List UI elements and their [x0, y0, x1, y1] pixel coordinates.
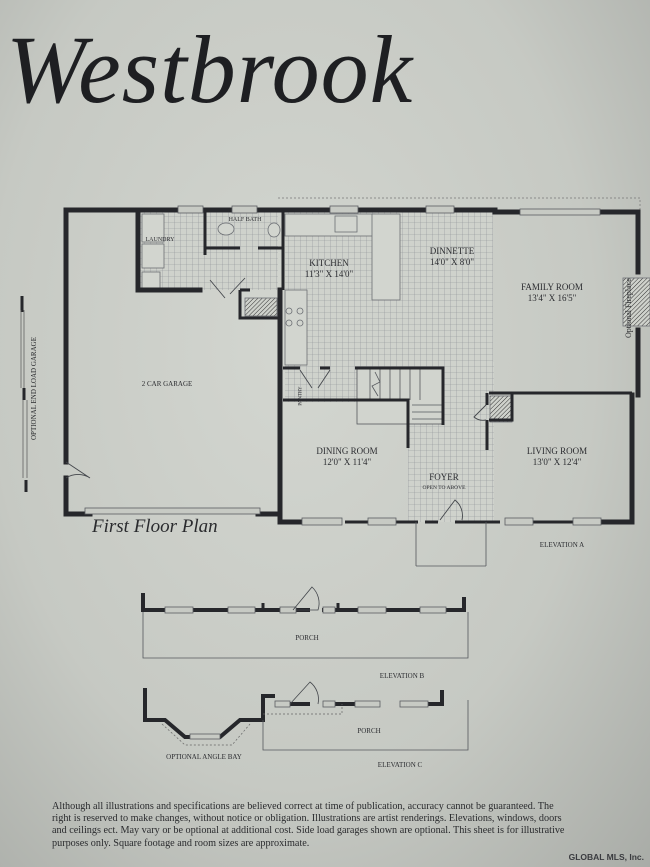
optional-fireplace-label: Optional Fireplace [624, 278, 633, 338]
room-size: 13'0" X 12'4" [532, 457, 582, 467]
elevation-b-label: ELEVATION B [379, 672, 425, 680]
elevation-c-label: ELEVATION C [377, 761, 423, 769]
room-family-room: FAMILY ROOM 13'4" X 16'5" [521, 282, 583, 304]
porch-b-label: PORCH [295, 634, 319, 642]
room-kitchen: KITCHEN 11'3" X 14'0" [305, 258, 353, 280]
interior-walls [203, 212, 632, 524]
room-dinnette: DINNETTE 14'0" X 8'0" [430, 246, 475, 268]
room-name: FOYER [429, 472, 459, 482]
room-size: 14'0" X 8'0" [429, 257, 475, 267]
floor-plan-drawing [20, 197, 650, 751]
exterior-walls [63, 207, 641, 525]
room-note: OPEN TO ABOVE [422, 485, 466, 491]
room-name: LIVING ROOM [526, 446, 588, 456]
room-size: 12'0" X 11'4" [322, 457, 372, 467]
room-half-bath: HALF BATH [228, 217, 262, 223]
room-dining-room: DINING ROOM 12'0" X 11'4" [316, 446, 377, 468]
optional-bay-label: OPTIONAL ANGLE BAY [166, 753, 242, 761]
porch-c-label: PORCH [357, 727, 381, 735]
room-laundry: LAUNDRY [145, 237, 175, 243]
windows [84, 205, 602, 526]
room-name: DINNETTE [429, 246, 475, 256]
elevation-b-drawing [141, 586, 469, 659]
plan-caption: First Floor Plan [92, 516, 218, 537]
room-pantry: PANTRY [298, 386, 304, 406]
stairs [356, 367, 444, 425]
optional-garage-door [20, 296, 28, 492]
room-name: FAMILY ROOM [521, 282, 583, 292]
room-size: 11'3" X 14'0" [304, 269, 354, 279]
room-name: DINING ROOM [316, 446, 378, 456]
room-foyer: FOYER OPEN TO ABOVE [423, 472, 466, 494]
room-garage: 2 CAR GARAGE [141, 380, 193, 388]
fixtures [141, 213, 650, 423]
room-living-room: LIVING ROOM 13'0" X 12'4" [527, 446, 587, 468]
doors [65, 277, 487, 521]
room-size: 13'4" X 16'5" [527, 293, 577, 303]
room-name: KITCHEN [309, 258, 349, 268]
page-title: Westbrook [6, 16, 414, 123]
elevation-a-label: ELEVATION A [539, 541, 585, 549]
elevation-c-drawing [143, 681, 469, 751]
optional-garage-label: OPTIONAL END LOAD GARAGE [30, 337, 38, 440]
credit: GLOBAL MLS, Inc. [568, 852, 644, 862]
disclaimer: Although all illustrations and specifica… [52, 801, 565, 849]
